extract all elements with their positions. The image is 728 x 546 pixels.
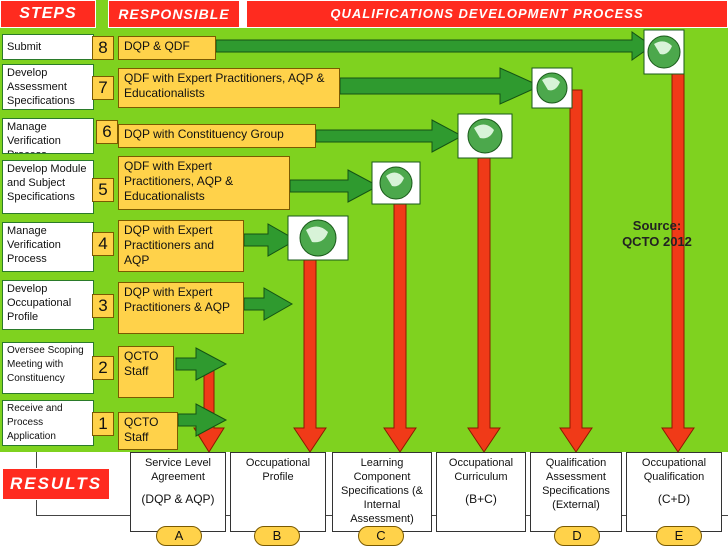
- green-arrow-8: [215, 31, 653, 61]
- responsible-2: QCTO Staff: [118, 346, 174, 398]
- step-label-8: Submit: [2, 34, 94, 60]
- result-letter-d: D: [554, 526, 600, 546]
- responsible-header: RESPONSIBLE: [108, 0, 240, 28]
- result-box-curriculum: Occupational Curriculum (B+C): [436, 452, 526, 532]
- step-number-1: 1: [92, 412, 114, 436]
- responsible-4: DQP with Expert Practitioners and AQP: [118, 220, 244, 272]
- responsible-7: QDF with Expert Practitioners, AQP & Edu…: [118, 68, 340, 108]
- step-label-1: Receive and Process Application: [2, 400, 94, 446]
- globe-icons: [287, 29, 685, 261]
- result-text-b: Occupational Profile: [245, 457, 311, 483]
- step-number-7: 7: [92, 76, 114, 100]
- globe-icon: [643, 29, 685, 75]
- step-number-3: 3: [92, 294, 114, 318]
- result-letter-e: E: [656, 526, 702, 546]
- globe-icon: [457, 113, 513, 159]
- result-code-curriculum: (B+C): [465, 492, 497, 506]
- red-arrow-c: [383, 185, 417, 453]
- source-value: QCTO 2012: [622, 234, 692, 249]
- step-label-6: Manage Verification Process: [2, 118, 94, 154]
- result-box-a: Service Level Agreement (DQP & AQP): [130, 452, 226, 532]
- result-box-b: Occupational Profile: [230, 452, 326, 532]
- red-arrow-f: [661, 69, 695, 453]
- step-number-4: 4: [92, 232, 114, 256]
- result-text-c: Learning Component Specifications (& Int…: [341, 457, 423, 525]
- step-number-8: 8: [92, 36, 114, 60]
- result-box-e: Occupational Qualification (C+D): [626, 452, 722, 532]
- step-label-7: Develop Assessment Specifications: [2, 64, 94, 110]
- result-text-e: Occupational Qualification: [641, 457, 707, 483]
- result-letter-b: B: [254, 526, 300, 546]
- red-arrow-e: [559, 89, 593, 453]
- green-arrows: [175, 31, 653, 437]
- results-header: RESULTS: [2, 468, 110, 500]
- green-arrow-1: [177, 403, 228, 437]
- result-box-d: Qualification Assessment Specifications …: [530, 452, 622, 532]
- result-text-a: Service Level Agreement: [144, 457, 212, 483]
- result-letter-c: C: [358, 526, 404, 546]
- green-arrow-5: [289, 169, 380, 203]
- globe-icon: [287, 215, 349, 261]
- step-label-5: Develop Module and Subject Specification…: [2, 160, 94, 214]
- responsible-3: DQP with Expert Practitioners & AQP: [118, 282, 244, 334]
- responsible-5: QDF with Expert Practitioners, AQP & Edu…: [118, 156, 290, 210]
- result-letter-a: A: [156, 526, 202, 546]
- red-arrow-d: [467, 145, 501, 453]
- responsible-1: QCTO Staff: [118, 412, 178, 450]
- responsible-8: DQP & QDF: [118, 36, 216, 60]
- green-arrow-2: [175, 347, 228, 381]
- step-label-3: Develop Occupational Profile: [2, 280, 94, 330]
- step-number-2: 2: [92, 356, 114, 380]
- step-label-4: Manage Verification Process: [2, 222, 94, 272]
- result-box-c: Learning Component Specifications (& Int…: [332, 452, 432, 532]
- globe-icon: [371, 161, 421, 205]
- result-code-e: (C+D): [657, 492, 691, 506]
- result-text-curriculum: Occupational Curriculum: [448, 457, 514, 483]
- step-label-2: Oversee Scoping Meeting with Constituenc…: [2, 342, 94, 394]
- result-text-d: Qualification Assessment Specifications …: [542, 457, 610, 511]
- green-arrow-6: [315, 119, 464, 153]
- source-label: Source:: [632, 218, 682, 233]
- green-arrow-3: [243, 287, 294, 321]
- globe-icon: [531, 67, 573, 109]
- header-gap: [96, 0, 108, 28]
- steps-header: STEPS: [0, 0, 96, 28]
- red-arrow-b: [293, 247, 327, 453]
- responsible-6: DQP with Constituency Group: [118, 124, 316, 148]
- green-arrow-7: [339, 67, 542, 105]
- step-number-5: 5: [92, 178, 114, 202]
- result-code-a: (DQP & AQP): [141, 492, 215, 506]
- source-note: Source: QCTO 2012: [612, 218, 702, 254]
- step-number-6: 6: [96, 120, 118, 144]
- process-header: QUALIFICATIONS DEVELOPMENT PROCESS: [246, 0, 728, 28]
- green-arrow-4: [243, 223, 298, 257]
